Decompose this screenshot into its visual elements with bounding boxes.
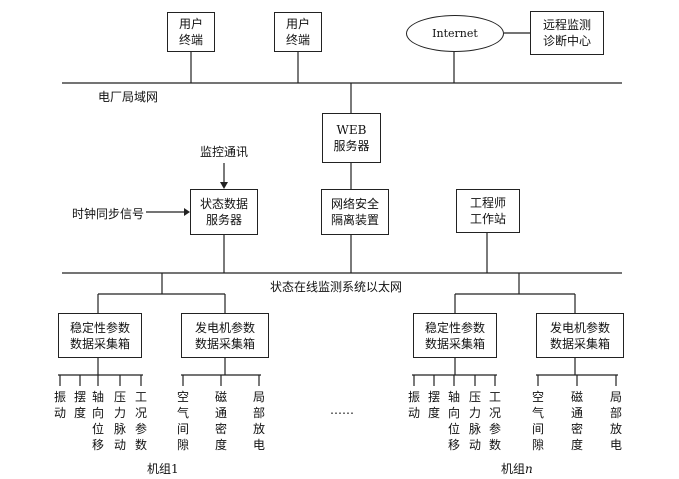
unit1-label: 机组1 bbox=[147, 462, 179, 476]
engineer-workstation: 工程师 工作站 bbox=[456, 189, 520, 233]
unitn-stab-signal-1: 摆度 bbox=[427, 390, 440, 420]
unitn-stab-signal-3: 压力脉动 bbox=[468, 390, 481, 452]
unitn-prefix: 机组 bbox=[501, 462, 526, 476]
unit1-gen-signal-0: 空气间隙 bbox=[176, 390, 189, 452]
monitor-comm-label: 监控通讯 bbox=[200, 145, 249, 159]
unit1-stab-signal-3: 压力脉动 bbox=[113, 390, 126, 452]
unit1-generator-box: 发电机参数 数据采集箱 bbox=[181, 313, 269, 358]
unitn-stability-box: 稳定性参数 数据采集箱 bbox=[413, 313, 497, 358]
unitn-gen-signal-1: 磁通密度 bbox=[570, 390, 583, 452]
unitn-gen-signal-0: 空气间隙 bbox=[531, 390, 544, 452]
user-terminal-2: 用户 终端 bbox=[274, 12, 322, 52]
unit1-stab-signal-4: 工况参数 bbox=[134, 390, 147, 452]
network-security-device: 网络安全 隔离装置 bbox=[321, 189, 389, 235]
unit1-gen-signal-1: 磁通密度 bbox=[214, 390, 227, 452]
status-data-server: 状态数据 服务器 bbox=[190, 189, 258, 235]
unitn-stab-signal-0: 振动 bbox=[407, 390, 420, 420]
unitn-stab-signal-4: 工况参数 bbox=[488, 390, 501, 452]
unit1-stab-signal-2: 轴向位移 bbox=[91, 390, 104, 452]
unitn-label: 机组n bbox=[501, 460, 533, 477]
unitn-generator-box: 发电机参数 数据采集箱 bbox=[536, 313, 624, 358]
clock-sync-arrowhead bbox=[184, 208, 190, 216]
ethernet-label: 状态在线监测系统以太网 bbox=[270, 280, 403, 294]
unit1-stability-box: 稳定性参数 数据采集箱 bbox=[58, 313, 142, 358]
unitn-suffix: n bbox=[525, 462, 533, 476]
unit1-stab-signal-1: 摆度 bbox=[73, 390, 86, 420]
unit1-gen-signal-2: 局部放电 bbox=[252, 390, 265, 452]
user-terminal-1: 用户 终端 bbox=[167, 12, 215, 52]
remote-diagnosis-center: 远程监测 诊断中心 bbox=[530, 11, 604, 55]
unit1-stab-signal-0: 振动 bbox=[53, 390, 66, 420]
monitor-comm-arrowhead bbox=[220, 182, 228, 189]
unitn-stab-signal-2: 轴向位移 bbox=[447, 390, 460, 452]
unitn-gen-signal-2: 局部放电 bbox=[609, 390, 622, 452]
clock-sync-label: 时钟同步信号 bbox=[72, 207, 145, 221]
ellipsis: …… bbox=[330, 403, 354, 417]
internet-cloud: Internet bbox=[406, 15, 504, 52]
web-server: WEB 服务器 bbox=[322, 113, 381, 163]
plant-lan-label: 电厂局域网 bbox=[98, 90, 159, 104]
